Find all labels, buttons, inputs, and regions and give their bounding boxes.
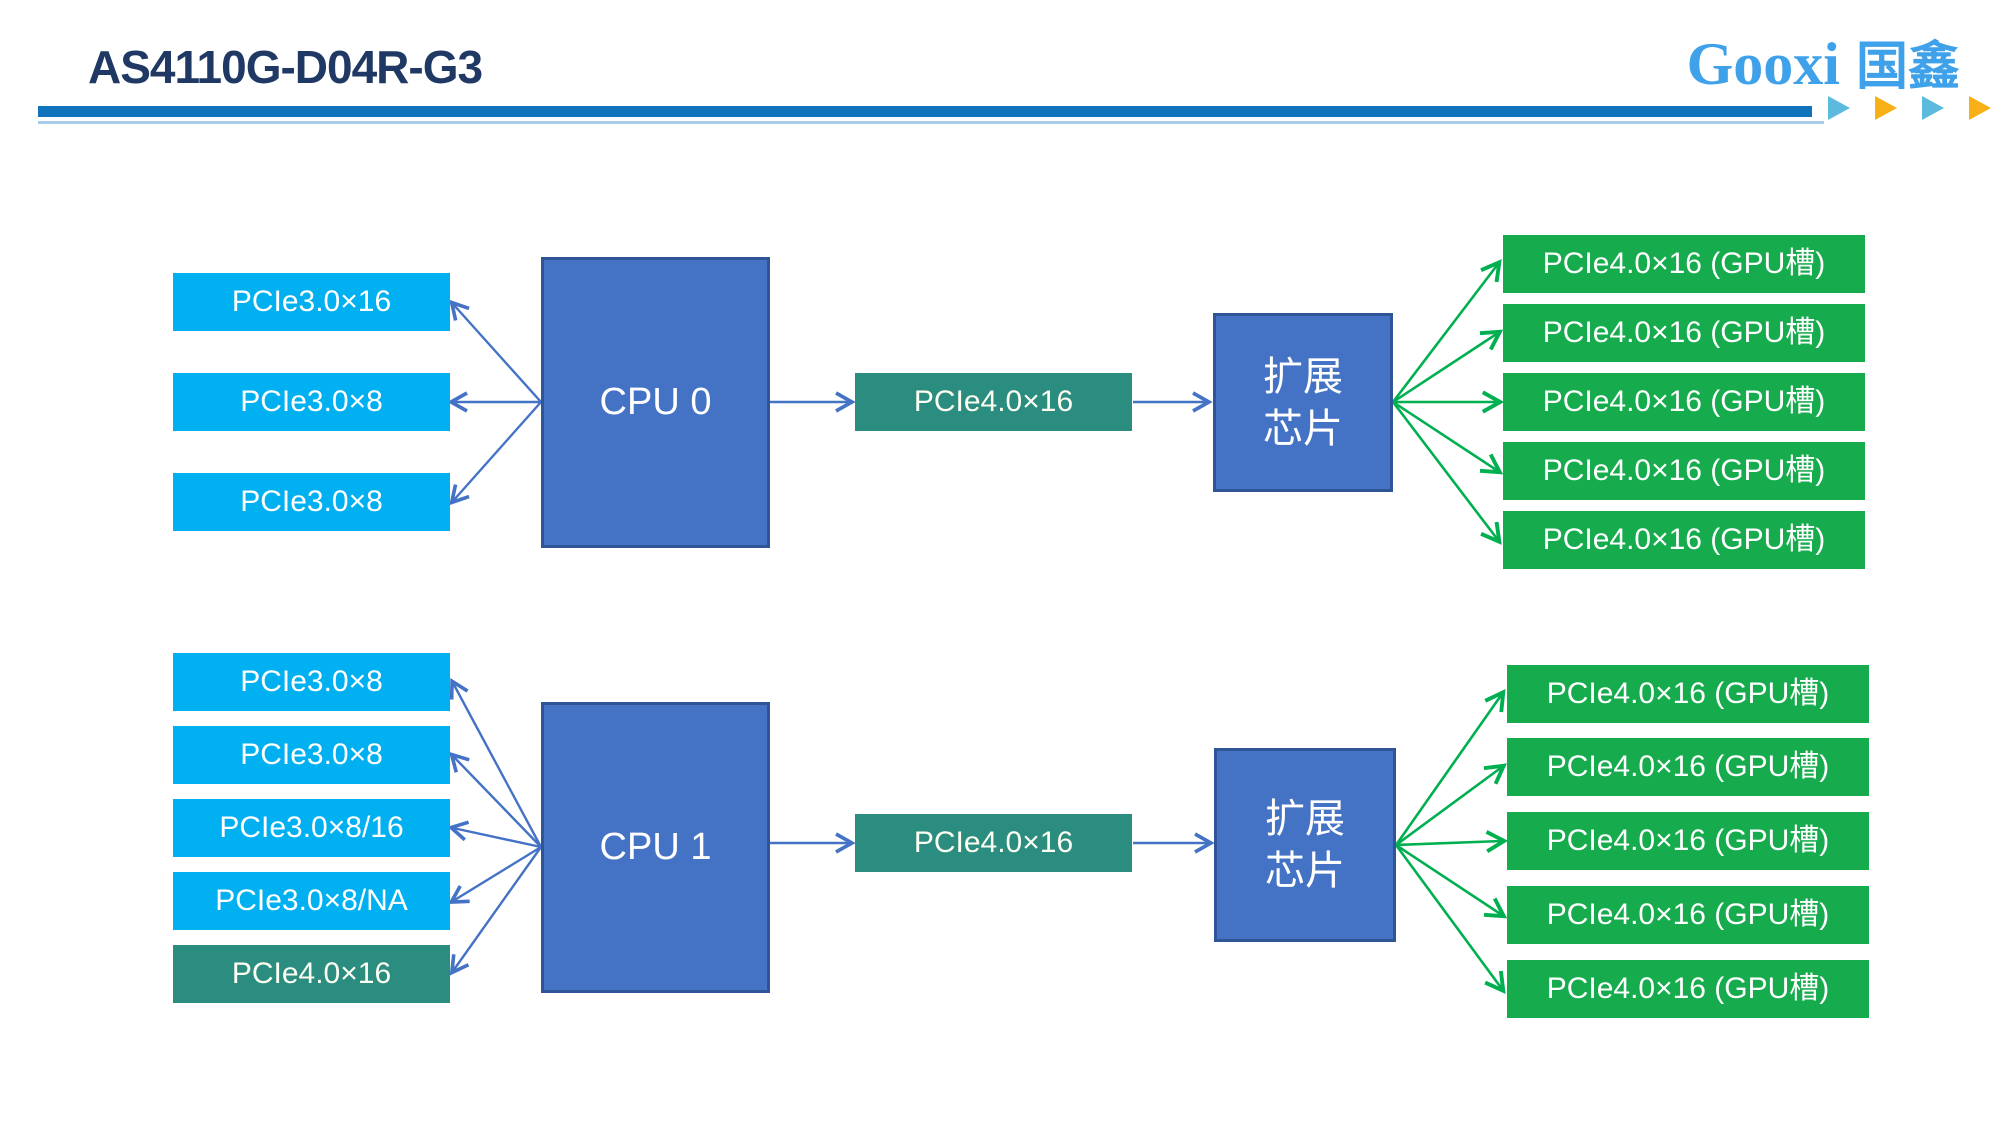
cpu0-slot-pcie3-x16: PCIe3.0×16	[173, 273, 450, 331]
brand-triangle-icon	[1969, 96, 1991, 120]
cpu1-gpu-slot-2: PCIe4.0×16 (GPU槽)	[1507, 738, 1869, 796]
cpu0-slot-pcie3-x8-a: PCIe3.0×8	[173, 373, 450, 431]
cpu0-gpu-slot-5: PCIe4.0×16 (GPU槽)	[1503, 511, 1865, 569]
cpu1-gpu-slot-5: PCIe4.0×16 (GPU槽)	[1507, 960, 1869, 1018]
cpu1-expander-chip-block: 扩展 芯片	[1214, 748, 1396, 942]
cpu1-gpu-slot-1: PCIe4.0×16 (GPU槽)	[1507, 665, 1869, 723]
cpu0-gpu-slot-1: PCIe4.0×16 (GPU槽)	[1503, 235, 1865, 293]
cpu0-gpu-slot-2: PCIe4.0×16 (GPU槽)	[1503, 304, 1865, 362]
brand-triangle-icon	[1875, 96, 1897, 120]
brand-logo: Gooxi 国鑫	[1687, 24, 1960, 99]
brand-triangle-icon	[1922, 96, 1944, 120]
brand-logo-latin: Gooxi	[1686, 31, 1840, 97]
cpu1-block: CPU 1	[541, 702, 770, 993]
brand-triangle-row	[1828, 96, 1991, 120]
cpu1-uplink-pcie4-x16: PCIe4.0×16	[855, 814, 1132, 872]
header-divider-thin-line	[38, 121, 1824, 124]
expander-label: 扩展 芯片	[1265, 797, 1345, 893]
cpu1-slot-pcie3-x8-a: PCIe3.0×8	[173, 653, 450, 711]
cpu0-gpu-slot-4: PCIe4.0×16 (GPU槽)	[1503, 442, 1865, 500]
cpu1-slot-pcie3-x8-b: PCIe3.0×8	[173, 726, 450, 784]
expander-label: 扩展 芯片	[1263, 354, 1343, 451]
cpu0-block: CPU 0	[541, 257, 770, 548]
brand-logo-cjk: 国鑫	[1855, 38, 1960, 96]
page-title: AS4110G-D04R-G3	[88, 41, 483, 93]
cpu0-slot-pcie3-x8-b: PCIe3.0×8	[173, 473, 450, 531]
cpu1-slot-pcie4-x16: PCIe4.0×16	[173, 945, 450, 1003]
cpu0-uplink-pcie4-x16: PCIe4.0×16	[855, 373, 1132, 431]
brand-triangle-icon	[1828, 96, 1850, 120]
cpu1-slot-pcie3-x8-na: PCIe3.0×8/NA	[173, 872, 450, 930]
cpu1-slot-pcie3-x8-16: PCIe3.0×8/16	[173, 799, 450, 857]
cpu1-gpu-slot-3: PCIe4.0×16 (GPU槽)	[1507, 812, 1869, 870]
header-divider-bar	[38, 106, 1812, 117]
cpu0-gpu-slot-3: PCIe4.0×16 (GPU槽)	[1503, 373, 1865, 431]
cpu1-gpu-slot-4: PCIe4.0×16 (GPU槽)	[1507, 886, 1869, 944]
cpu0-expander-chip-block: 扩展 芯片	[1213, 313, 1393, 492]
